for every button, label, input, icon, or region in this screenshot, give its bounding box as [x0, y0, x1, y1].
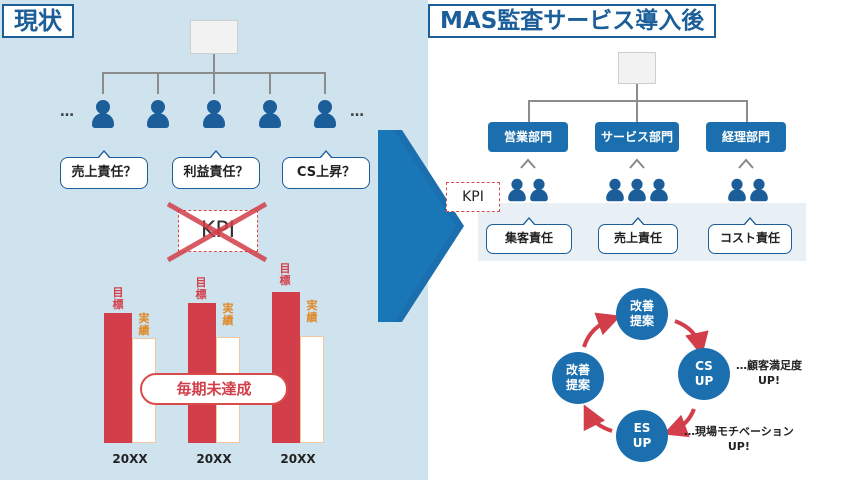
actual-label: 実績 [222, 302, 234, 327]
profit-responsibility-bubble: 利益責任？ [172, 150, 260, 189]
person-icon [750, 178, 768, 202]
person-icon [203, 100, 225, 128]
target-bar [104, 313, 132, 443]
sales-responsibility-bubble: 売上責任 [598, 217, 678, 254]
improvement-cycle-arrows [582, 312, 709, 438]
customer-satisfaction-note: …顧客満足度 UP! [736, 359, 802, 387]
service-dept-box: サービス部門 [595, 122, 679, 152]
customer-acquisition-bubble: 集客責任 [486, 217, 572, 254]
target-label: 目標 [112, 286, 124, 311]
accounting-dept-box: 経理部門 [706, 122, 786, 152]
improvement-proposal-left: 改善 提案 [552, 352, 604, 404]
person-icon [314, 100, 336, 128]
person-icon [650, 178, 668, 202]
cs-improvement-bubble: CS上昇？ [282, 150, 370, 189]
person-icon [508, 178, 526, 202]
current-state-title: 現状 [2, 4, 74, 38]
cs-up-circle: CS UP [678, 348, 730, 400]
actual-label: 実績 [306, 299, 318, 324]
sales-dept-box: 営業部門 [488, 122, 568, 152]
transition-arrow-icon [378, 130, 464, 322]
cross-out-mark [166, 201, 268, 263]
person-icon [147, 100, 169, 128]
cost-responsibility-bubble: コスト責任 [708, 217, 792, 254]
year-label: 20XX [280, 452, 316, 466]
org-connector [213, 54, 215, 72]
chevron-up-icon [738, 158, 754, 169]
es-up-circle: ES UP [616, 410, 668, 462]
target-label: 目標 [279, 262, 291, 287]
person-icon [606, 178, 624, 202]
target-bar [272, 292, 300, 443]
year-label: 20XX [112, 452, 148, 466]
ellipsis-left: … [60, 104, 74, 120]
org-top-box-left [190, 20, 238, 54]
org-top-box-right [618, 52, 656, 84]
actual-bar [300, 336, 324, 443]
after-mas-title: MAS監査サービス導入後 [428, 4, 717, 38]
actual-label: 実績 [138, 312, 150, 337]
chevron-up-icon [629, 158, 645, 169]
staff-motivation-note: …現場モチベーション UP! [684, 425, 794, 453]
person-icon [92, 100, 114, 128]
kpi-label: KPI [446, 182, 500, 212]
ellipsis-right: … [350, 104, 364, 120]
sales-responsibility-bubble: 売上責任？ [60, 150, 148, 189]
not-achieved-pill: 毎期未達成 [140, 373, 288, 405]
person-icon [628, 178, 646, 202]
person-icon [259, 100, 281, 128]
chevron-up-icon [520, 158, 536, 169]
person-icon [530, 178, 548, 202]
target-label: 目標 [195, 276, 207, 301]
person-icon [728, 178, 746, 202]
improvement-proposal-top: 改善 提案 [616, 288, 668, 340]
year-label: 20XX [196, 452, 232, 466]
